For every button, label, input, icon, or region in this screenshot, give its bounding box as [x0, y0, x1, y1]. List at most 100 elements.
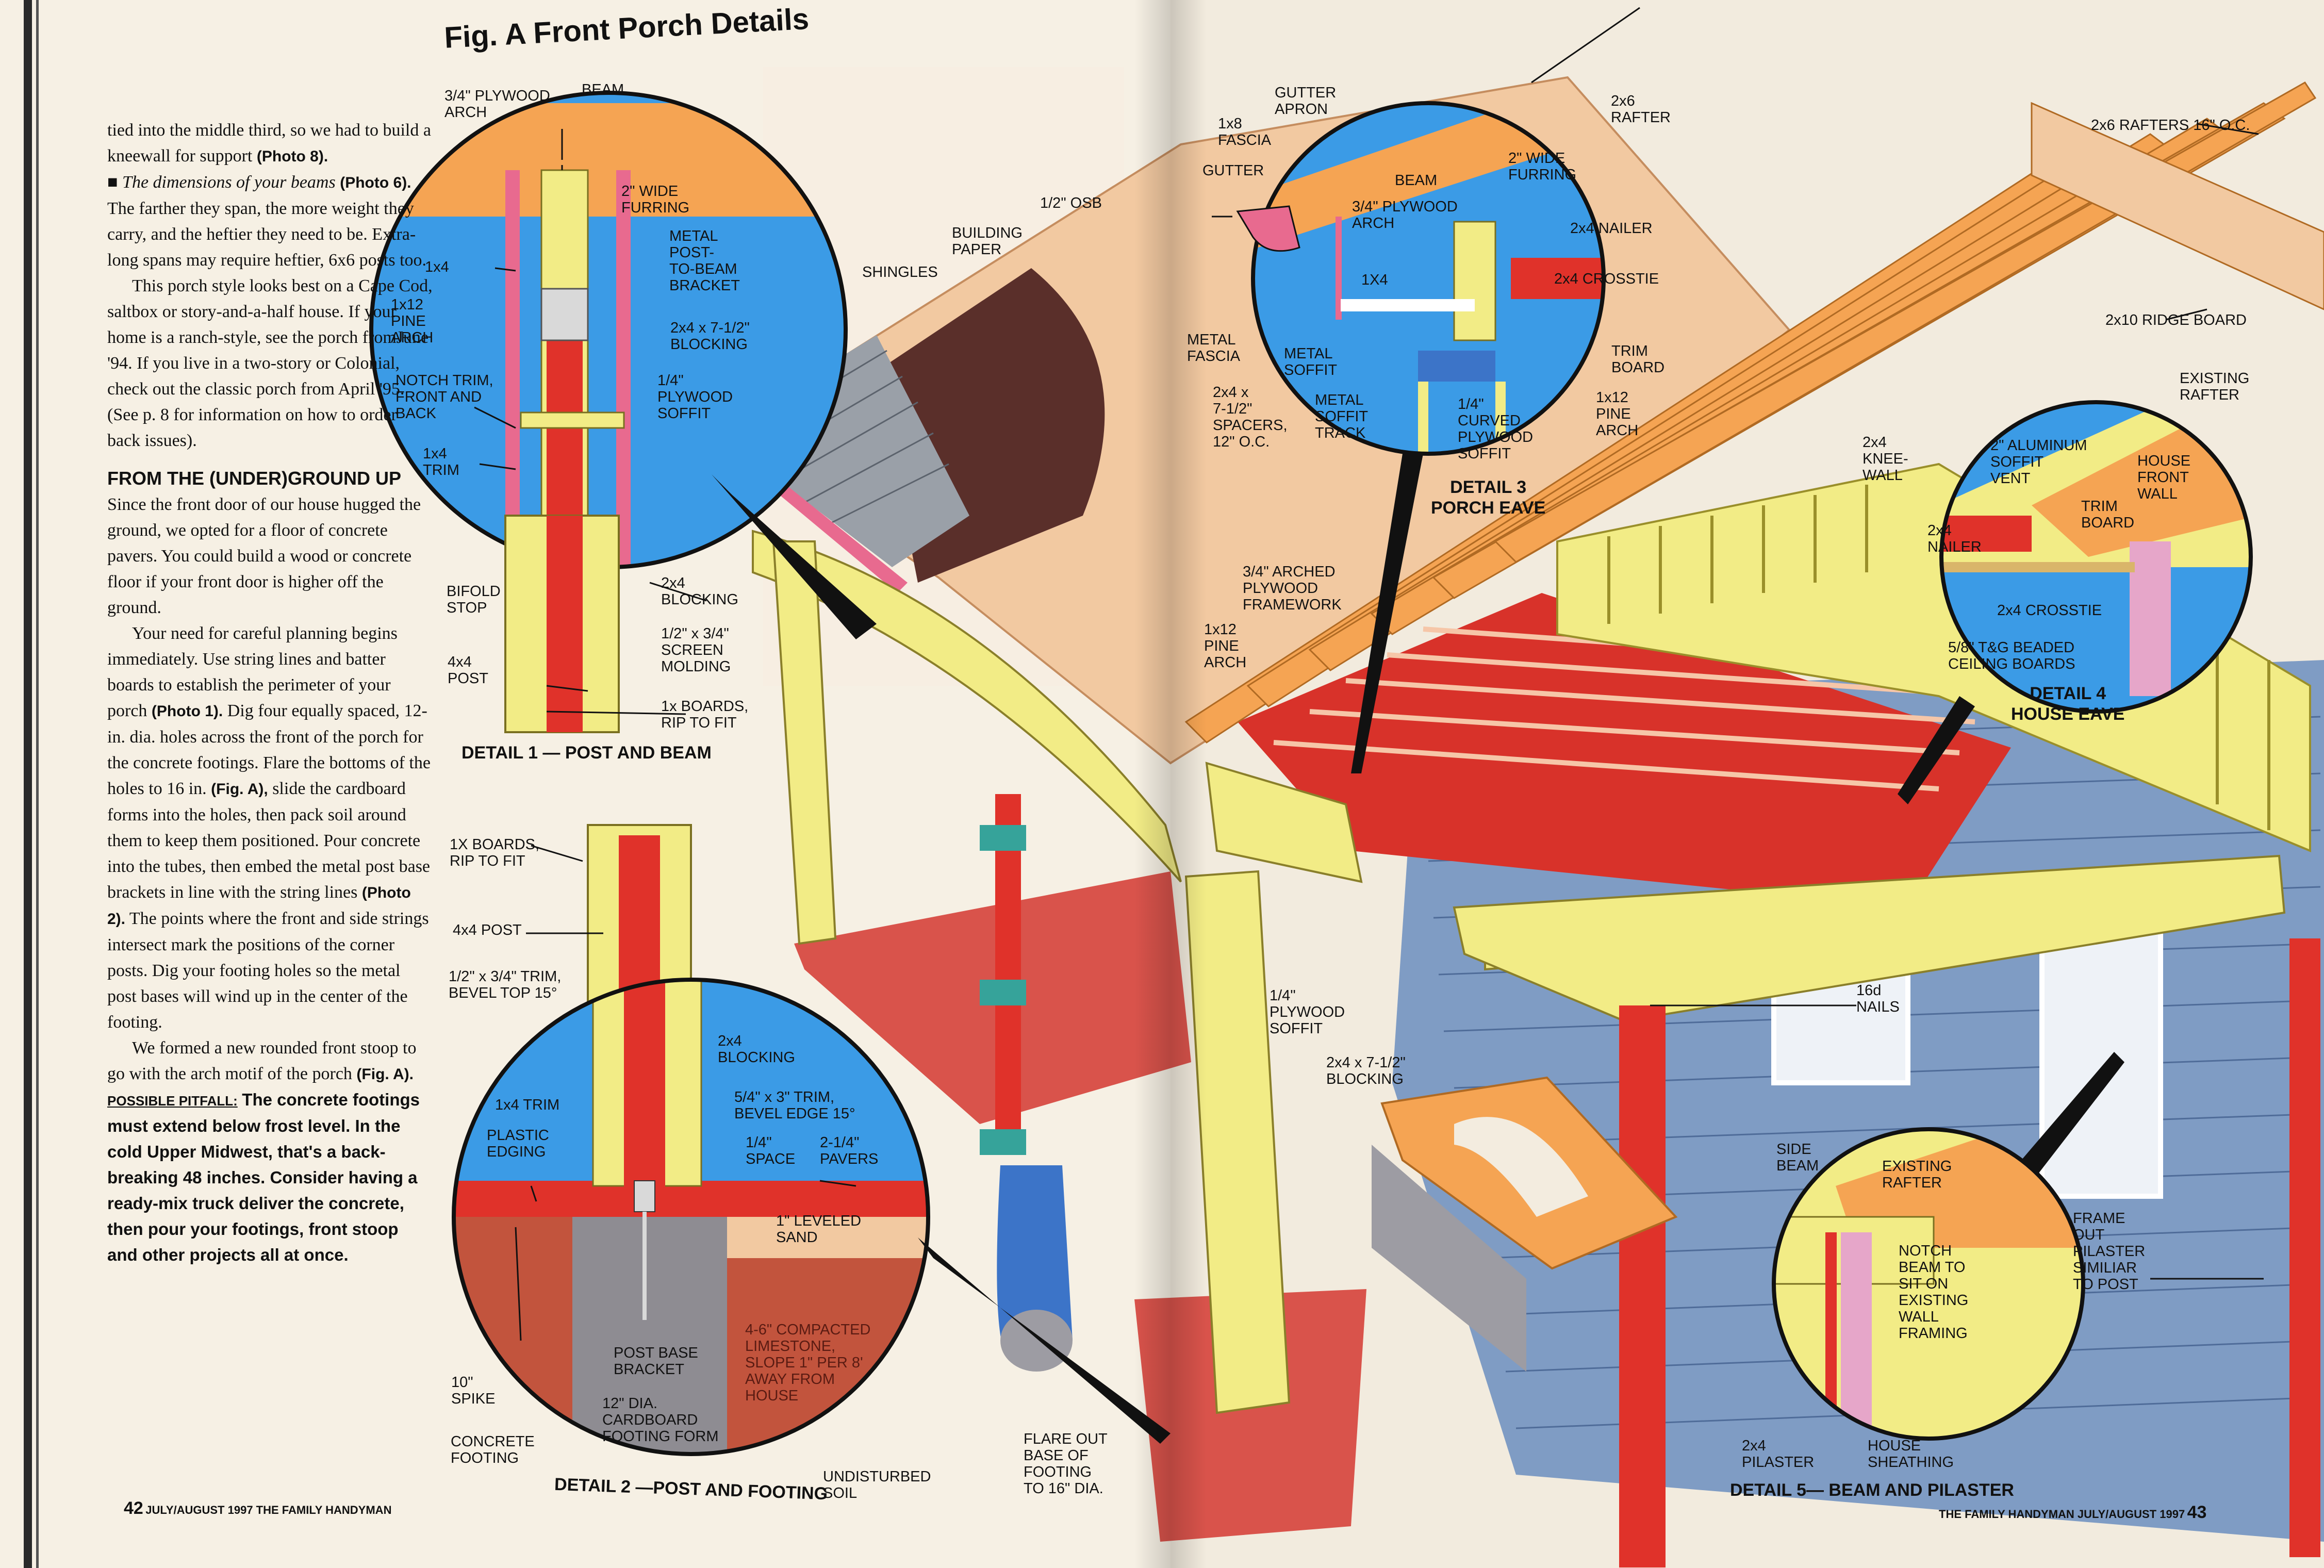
label-d5-frame: FRAME OUT PILASTER SIMILIAR TO POST [2073, 1210, 2146, 1293]
label-d2-limestone: 4-6" COMPACTED LIMESTONE, SLOPE 1" PER 8… [745, 1322, 871, 1404]
side-beam [1453, 854, 2286, 1022]
label-d4-trim-board: TRIM BOARD [2081, 498, 2135, 531]
label-building-paper: BUILDING PAPER [952, 225, 1023, 258]
label-flare: FLARE OUT BASE OF FOOTING TO 16" DIA. [1024, 1431, 1108, 1497]
label-d2-space: 1/4" SPACE [746, 1134, 796, 1167]
posts [772, 540, 1548, 1414]
folio-left-text: JULY/AUGUST 1997 THE FAMILY HANDYMAN [145, 1504, 392, 1516]
label-d1-screen: 1/2" x 3/4" SCREEN MOLDING [661, 625, 731, 675]
label-d3-spacers: 2x4 x 7-1/2" SPACERS, 12" O.C. [1213, 384, 1288, 450]
label-d1-pine-arch: 1x12 PINE ARCH [391, 296, 434, 346]
photo-2-ref: (Photo 2). [107, 884, 411, 928]
paragraph-1: tied into the middle third, so we had to… [107, 118, 433, 170]
post-bracket-mid [980, 980, 1026, 1005]
leader-lines [474, 123, 2264, 1341]
label-d1-blocking: 2x4 x 7-1/2" BLOCKING [670, 320, 750, 353]
photo-8-ref: (Photo 8). [256, 148, 328, 165]
label-d2-form: 12" DIA. CARDBOARD FOOTING FORM [602, 1395, 719, 1445]
bullet: ■ [107, 173, 118, 192]
label-d2-1x4-trim: 1x4 TRIM [495, 1097, 560, 1113]
ridge-board [2031, 102, 2324, 310]
label-d3-arch: 3/4" PLYWOOD ARCH [1352, 199, 1458, 232]
label-d4-nailer: 2x4 NAILER [1927, 522, 1982, 555]
label-d3-beam: BEAM [1395, 172, 1438, 189]
pitfall-label: POSSIBLE PITFALL: [107, 1093, 238, 1109]
label-d3-gutter: GUTTER [1202, 162, 1264, 179]
label-d3-soffit-track: METAL SOFFIT TRACK [1315, 392, 1369, 441]
label-d3-pine-arch: 1x12 PINE ARCH [1596, 389, 1639, 439]
rafters [1184, 81, 2317, 744]
binding-edge-line [36, 0, 39, 1568]
p5-d: The points where the front and side stri… [107, 909, 429, 1032]
label-d1-furring: 2" WIDE FURRING [621, 183, 690, 216]
label-d4-vent: 2" ALUMINUM SOFFIT VENT [1990, 437, 2087, 487]
label-d1-trim: 1x4 TRIM [423, 445, 459, 478]
pointer-d4 [1898, 696, 1975, 804]
leader-top [1531, 7, 1640, 84]
paragraph-5: Your need for careful planning begins im… [107, 621, 433, 1035]
joist-gaps [1273, 626, 2001, 791]
label-d2-spike: 10" SPIKE [451, 1374, 496, 1407]
label-d2-footing: CONCRETE FOOTING [451, 1433, 535, 1466]
label-d1-notch: NOTCH TRIM, FRONT AND BACK [395, 372, 493, 422]
label-d1-bracket: METAL POST- TO-BEAM BRACKET [669, 228, 740, 294]
label-d5-pilaster: 2x4 PILASTER [1742, 1438, 1815, 1471]
p6-a: We formed a new rounded front stoop to g… [107, 1038, 417, 1083]
label-d3-metal-fascia: METAL FASCIA [1187, 332, 1241, 365]
label-d2-boards: 1X BOARDS, RIP TO FIT [450, 836, 540, 869]
label-d1-2x4-blocking: 2x4 BLOCKING [661, 575, 738, 608]
caption-detail-1: DETAIL 1 — POST AND BEAM [461, 743, 712, 763]
label-pine-arch: 1x12 PINE ARCH [1204, 621, 1247, 671]
label-d3-1x4: 1X4 [1361, 272, 1388, 288]
folio-right: THE FAMILY HANDYMAN JULY/AUGUST 1997 43 [1939, 1503, 2206, 1523]
label-d1-bifold: BIFOLD STOP [447, 583, 501, 616]
paragraph-6: We formed a new rounded front stoop to g… [107, 1035, 433, 1087]
label-kneewall: 2x4 KNEE- WALL [1863, 434, 1908, 484]
label-d2-edging: PLASTIC EDGING [487, 1127, 549, 1160]
folio-right-text: THE FAMILY HANDYMAN JULY/AUGUST 1997 [1939, 1508, 2185, 1521]
article-body: tied into the middle third, so we had to… [107, 118, 433, 1268]
stoop-blocks [1372, 1145, 1526, 1372]
photo-1-ref: (Photo 1). [151, 703, 223, 720]
label-d2-bevel: 5/4" x 3" TRIM, BEVEL EDGE 15° [734, 1089, 855, 1122]
post-bracket-base [980, 1129, 1026, 1155]
binding-edge [24, 0, 32, 1568]
kneewall-framing [1556, 463, 2311, 852]
kneewall-studs [1607, 485, 2270, 830]
label-ridge: 2x10 RIDGE BOARD [2105, 312, 2247, 328]
pitfall-text: The concrete footings must extend below … [107, 1090, 420, 1264]
page-number-right: 43 [2187, 1503, 2207, 1522]
detail-1-drawing [369, 91, 848, 733]
label-d2-bracket: POST BASE BRACKET [614, 1345, 698, 1378]
photo-6-ref: (Photo 6). [340, 174, 411, 191]
label-d3-furring: 2" WIDE FURRING [1508, 150, 1577, 183]
label-d3-crosstie: 2x4 CROSSTIE [1554, 271, 1659, 287]
paragraph-4: Since the front door of our house hugged… [107, 495, 421, 617]
detail-5-drawing [1772, 1127, 2085, 1441]
front-beam [1205, 762, 1363, 883]
label-d3-curved: 1/4" CURVED PLYWOOD SOFFIT [1458, 396, 1534, 462]
label-osb: 1/2" OSB [1040, 195, 1102, 211]
label-d3-trim-board: TRIM BOARD [1611, 343, 1665, 376]
label-d3-gutter-apron: GUTTER APRON [1275, 85, 1337, 118]
stoop-curve [1454, 1117, 1588, 1217]
label-d1-plywood-arch: 3/4" PLYWOOD ARCH [444, 88, 550, 121]
label-d5-notch: NOTCH BEAM TO SIT ON EXISTING WALL FRAMI… [1899, 1243, 1969, 1342]
fig-a-ref-2: (Fig. A). [356, 1066, 414, 1083]
paragraph-2-text: The farther they span, the more weight t… [107, 199, 427, 270]
label-d1-boards: 1x BOARDS, RIP TO FIT [661, 698, 749, 731]
pointer-d1 [712, 474, 877, 639]
label-d1-beam: BEAM [582, 81, 624, 98]
label-d4-ceiling: 5/8" T&G BEADED CEILING BOARDS [1948, 639, 2075, 672]
caption-detail-4: DETAIL 4 HOUSE EAVE [2011, 684, 2125, 724]
label-rafters: 2x6 RAFTERS 16" O.C. [2091, 117, 2250, 134]
pitfall-paragraph: POSSIBLE PITFALL: The concrete footings … [107, 1087, 433, 1268]
p5-a: Your need for careful planning begins im… [107, 624, 398, 720]
label-blocking-main: 2x4 x 7-1/2" BLOCKING [1326, 1054, 1406, 1087]
label-d2-pavers: 2-1/4" PAVERS [820, 1134, 879, 1167]
label-d3-metal-soffit: METAL SOFFIT [1284, 345, 1338, 378]
post-bracket-top [980, 825, 1026, 851]
label-d2-blocking: 2x4 BLOCKING [718, 1033, 795, 1066]
